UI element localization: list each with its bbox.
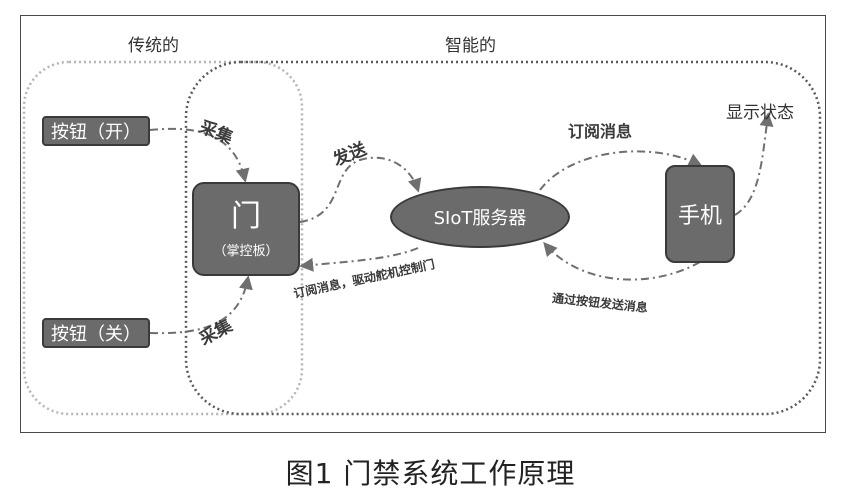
phone-label: 手机 <box>677 204 722 229</box>
button-close-label: 按钮（关） <box>51 324 141 345</box>
smart-region-label: 智能的 <box>445 36 496 56</box>
siot-server-label: SIoT服务器 <box>433 208 527 229</box>
button-close-node: 按钮（关） <box>42 318 150 348</box>
arrow-phone-to-display <box>734 112 774 216</box>
diagram-frame <box>20 15 826 433</box>
door-node: 门 （掌控板） <box>192 182 300 276</box>
button-open-label: 按钮（开） <box>51 122 141 143</box>
arrow-server-to-phone <box>539 150 703 191</box>
display-status-label: 显示状态 <box>726 103 794 123</box>
traditional-region-label: 传统的 <box>128 36 179 56</box>
smart-region <box>184 60 822 416</box>
subscribe-phone-label: 订阅消息 <box>568 122 633 141</box>
button-open-node: 按钮（开） <box>42 116 150 146</box>
arrow-server-to-door <box>299 247 419 272</box>
door-label: 门 <box>231 198 261 234</box>
phone-node: 手机 <box>665 165 735 263</box>
arrow-close-to-door <box>149 275 253 335</box>
traditional-region <box>22 60 304 416</box>
siot-server-node: SIoT服务器 <box>390 186 570 248</box>
door-sublabel: （掌控板） <box>213 243 279 259</box>
arrow-phone-to-server <box>543 241 701 281</box>
figure-caption: 图1 门禁系统工作原理 <box>285 457 576 490</box>
